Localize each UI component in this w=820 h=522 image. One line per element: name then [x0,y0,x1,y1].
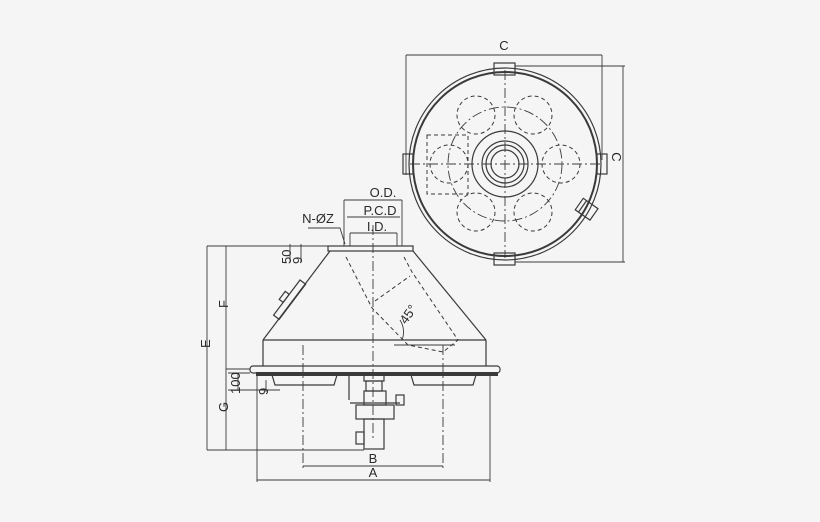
id-label: I.D. [367,219,387,234]
pcd-label: P.C.D [364,203,397,218]
dim-g: G [216,402,231,412]
dim-50: 50 [279,250,294,264]
angle-label: 45° [396,302,420,327]
dim-f: F [216,300,231,308]
dim-a: A [369,465,378,480]
dim-9-top: 9 [290,257,305,264]
top-view: C C [402,38,625,266]
side-view: 45° O.D. P.C.D I.D. N-ØZ [198,185,501,482]
dim-e: E [198,339,213,348]
dim-c-top: C [499,38,508,53]
dim-9-bottom: 9 [256,388,271,395]
od-label: O.D. [370,185,397,200]
dim-100: 100 [228,372,243,394]
dim-c-right: C [609,152,624,161]
dim-b: B [369,451,378,466]
holes-label: N-ØZ [302,211,334,226]
